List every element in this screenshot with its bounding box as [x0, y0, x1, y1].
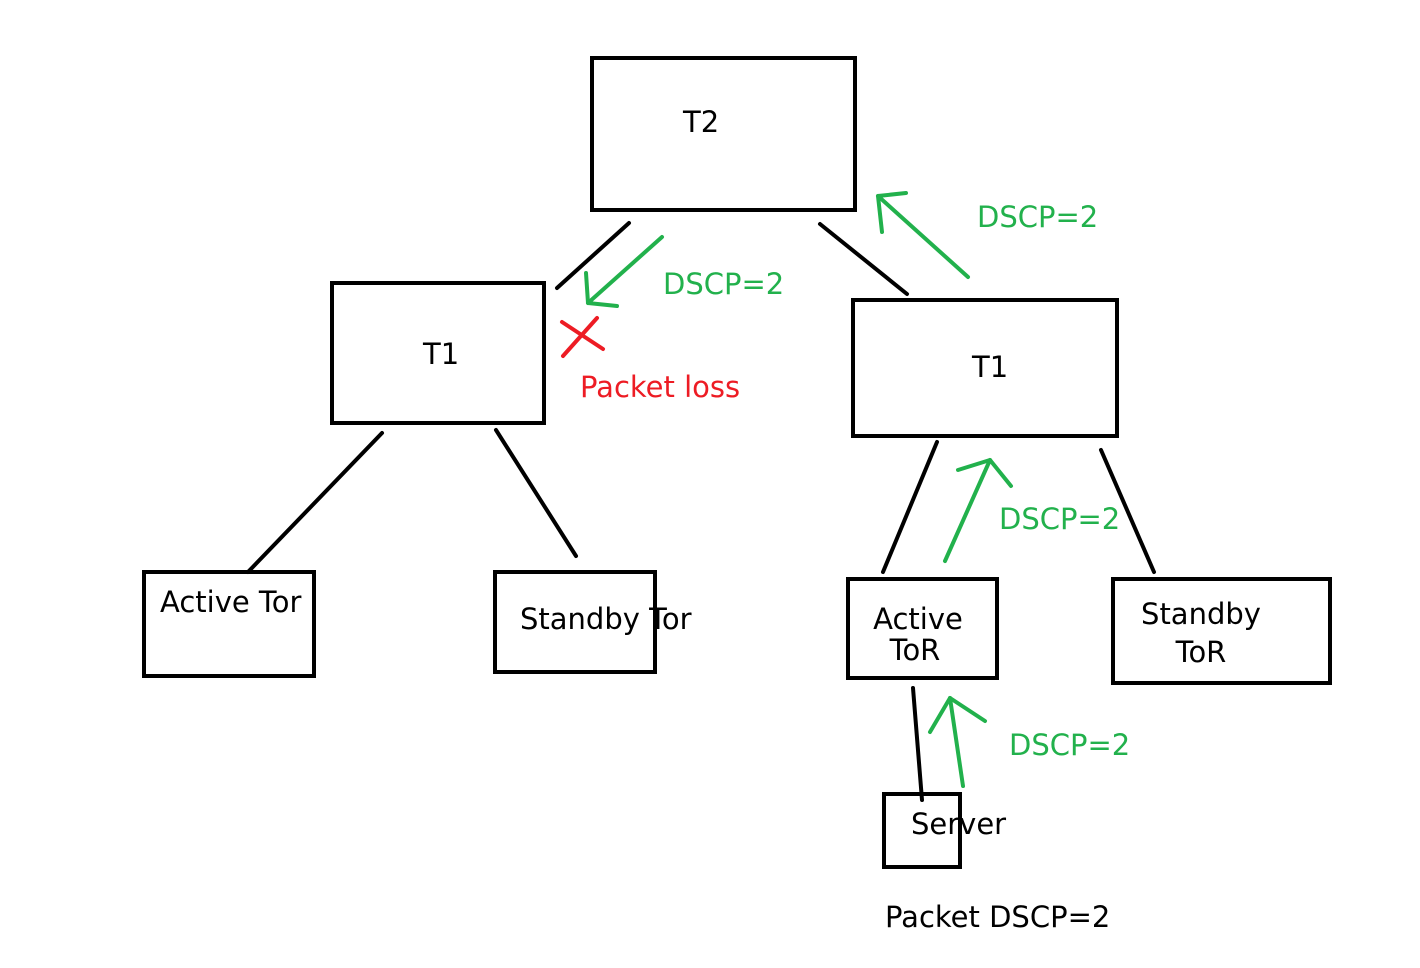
packet-origin-label: Packet DSCP=2 [885, 900, 1111, 934]
dscp-label-t1-right-to-t2: DSCP=2 [977, 200, 1099, 234]
dscp-label-tor-to-t1-right: DSCP=2 [999, 502, 1121, 536]
link-t1-right-standby-tor [1099, 448, 1156, 574]
standby-tor-right-line1: Standby [1141, 597, 1261, 631]
packet-loss-label: Packet loss [580, 370, 741, 404]
link-t2-t1-left [555, 221, 631, 290]
standby-tor-left-label: Standby Tor [520, 602, 692, 636]
t1-right-label: T1 [972, 350, 1009, 384]
standby-tor-right-line2: ToR [1175, 635, 1227, 669]
link-server-active-tor [911, 686, 924, 802]
dscp-label-t2-to-t1-left: DSCP=2 [663, 267, 785, 301]
t1-right-box [851, 298, 1119, 438]
server-label: Server [911, 807, 1007, 841]
t2-label: T2 [683, 105, 720, 139]
active-tor-left-label: Active Tor [160, 585, 302, 619]
flow-arrow-tor-to-t1-right [943, 458, 1013, 563]
standby-tor-left-box [493, 570, 657, 674]
t1-left-label: T1 [423, 337, 460, 371]
flow-arrow-t2-to-t1-left [584, 235, 664, 308]
t1-left-box [330, 281, 546, 425]
active-tor-right-box [846, 577, 999, 680]
active-tor-right-line2: ToR [889, 633, 941, 667]
link-t2-t1-right [818, 222, 909, 296]
active-tor-right-line1: Active [873, 602, 963, 636]
active-tor-right-label: Active ToR [848, 604, 988, 666]
flow-arrow-t1-right-to-t2 [876, 191, 970, 279]
active-tor-left-box [142, 570, 316, 678]
flow-arrow-server-to-tor [928, 696, 987, 788]
link-t1-left-standby-tor [494, 428, 578, 558]
packet-loss-x-icon [560, 316, 605, 358]
link-t1-left-active-tor [246, 431, 384, 574]
dscp-label-server-to-tor: DSCP=2 [1009, 728, 1131, 762]
standby-tor-right-label: Standby ToR [1134, 595, 1268, 671]
t2-box [590, 56, 857, 212]
standby-tor-right-box [1111, 577, 1332, 685]
link-t1-right-active-tor [881, 440, 939, 574]
